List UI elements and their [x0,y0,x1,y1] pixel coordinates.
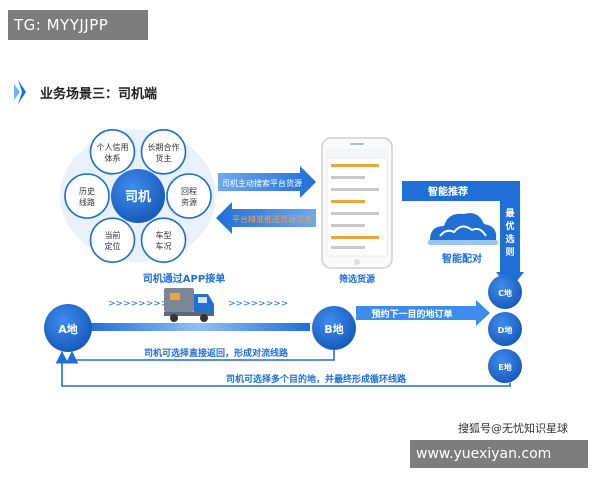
driver-petal-circle [89,129,136,175]
search-arrow: 司机主动搜索平台货源 [218,166,316,198]
phone-content-line [331,164,379,167]
best-route-char-2: 优 [505,220,514,232]
phone-content-line [331,188,379,191]
truck-window [198,297,207,303]
node-a-label: A地 [58,322,78,336]
driver-petal-circle [64,173,110,219]
driver-petal-label: 线路 [79,197,95,207]
best-route-char-3: 选 [505,233,514,245]
driver-petal-circle [140,129,187,175]
push-arrow-label: 平台精准推送货源信息 [232,214,312,224]
node-c-label: C地 [498,288,512,298]
driver-petal-label: 资源 [181,197,197,207]
phone-content-line [331,200,365,203]
driver-petal-label: 定位 [105,241,121,251]
cloud-highlight [439,225,487,237]
diagram-title: 业务场景三：司机端 [40,86,157,102]
driver-petal-label: 回程 [181,187,197,196]
push-arrow-shape [216,202,316,234]
phone-mockup: 筛选货源 [321,137,393,285]
route-line-a-b [88,323,310,331]
truck-icon [164,288,214,322]
driver-petal-circle [166,173,212,219]
truck-wheel-front [200,314,208,322]
driver-petal-label: 体系 [105,153,121,163]
truck-arrows-right: >>>>>>>> [228,299,288,309]
phone-content-line [331,176,365,179]
title-group: 业务场景三：司机端 [14,80,157,104]
driver-petal-label: 长期合作 [148,142,180,152]
driver-center-label: 司机 [125,189,151,205]
best-route-char-1: 最 [505,207,515,219]
phone-content-line [331,246,365,249]
next-order-arrow-shape [356,300,490,326]
node-d-circle [488,312,522,346]
smart-recommend-label: 智能推荐 [428,185,468,198]
search-arrow-shape [218,166,316,198]
node-d-label: D地 [498,325,513,335]
title-chevron-icon [18,80,26,104]
search-arrow-label: 司机主动搜索平台货源 [222,178,302,188]
return-route-label: 司机可选择直接返回，形成对流线路 [144,347,289,359]
node-c-circle [488,275,522,309]
driver-petal-circle [89,217,136,263]
phone-status-bar [327,150,387,159]
phone-speaker [350,143,364,145]
title-chevron-small-icon [14,84,20,100]
phone-content-line [331,236,379,239]
driver-petal-label: 历史 [79,186,95,196]
cloud-icon [428,213,498,245]
cycle-route-label: 司机可选择多个目的地，并最终形成循环线路 [226,373,407,385]
node-e-circle [488,349,522,383]
truck-arrows-left: >>>>>>>> [108,299,168,309]
watermark-sohu: 搜狐号@无忧知识星球 [458,422,568,435]
node-e-label: E地 [498,362,511,372]
node-a-circle [44,304,92,352]
smart-match-label: 智能配对 [442,252,482,265]
driver-petal-circle [140,217,187,263]
cycle-route-line [55,350,511,387]
return-route-line [65,350,335,364]
truck-cargo-label [170,293,180,300]
best-route-char-4: 则 [505,246,514,258]
driver-petal-label: 车况 [156,241,172,251]
app-order-label: 司机通过APP接单 [143,272,225,285]
phone-caption: 筛选货源 [339,273,375,285]
phone-content-line [331,212,379,215]
next-order-label: 预约下一目的地订单 [371,308,452,320]
driver-petal-label: 当前 [105,230,121,240]
driver-petal-label: 个人信用 [97,142,129,152]
push-arrow: 平台精准推送货源信息 [216,202,316,234]
truck-wheel-rear [170,314,178,322]
node-b-circle [312,306,356,350]
smart-recommend-bar [402,181,520,272]
cloud-base [428,240,498,245]
phone-home-button [354,259,360,265]
driver-petal-label: 货主 [156,153,172,163]
watermark-top: TG: MYYJJPP [8,10,148,40]
driver-petal-label: 车型 [156,230,172,240]
phone-content-line [331,224,365,227]
phone-content [331,164,379,249]
truck-chassis [164,312,214,316]
node-b-label: B地 [324,322,343,336]
next-order-arrow: 预约下一目的地订单 [356,300,490,326]
driver-center-circle [111,169,165,223]
watermark-bottom: www.yuexiyan.com [410,440,588,468]
